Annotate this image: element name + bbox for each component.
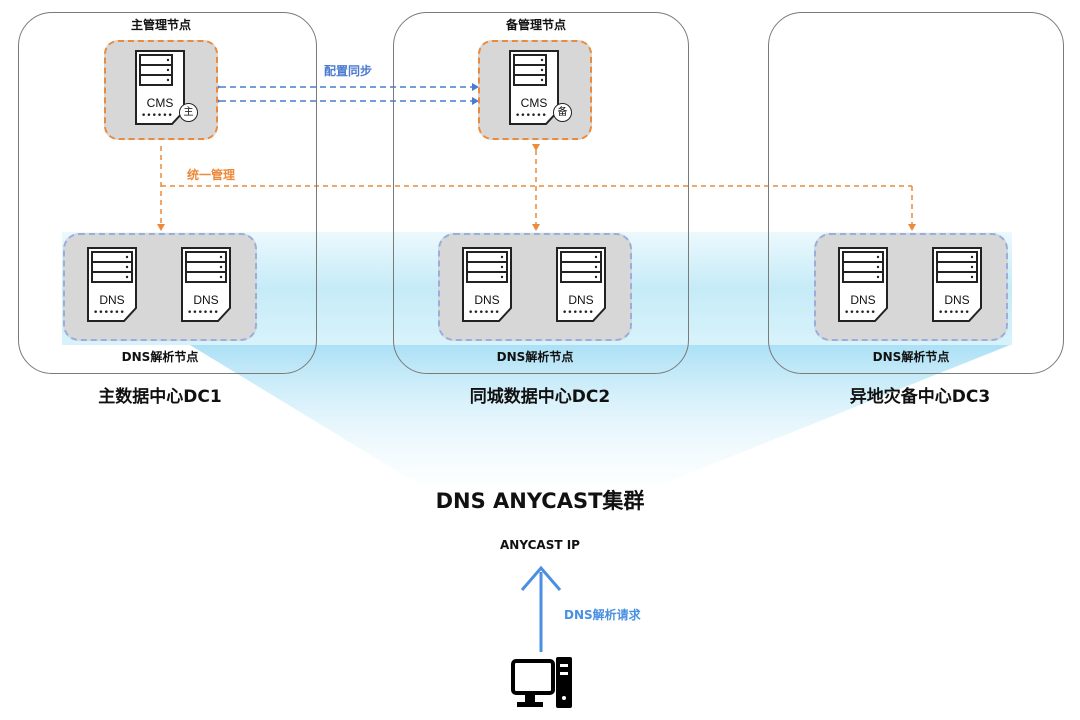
svg-text:••••••: •••••• [93, 308, 125, 318]
dns-node-label-dc2: DNS解析节点 [496, 350, 574, 364]
server-icon: •••••• CMS [135, 50, 185, 125]
dc1-title: 主数据中心DC1 [98, 387, 222, 407]
config-sync-label: 配置同步 [324, 64, 373, 78]
server-icon: •••••• DNS [932, 247, 982, 322]
svg-text:••••••: •••••• [515, 111, 547, 121]
datacenter-dc3 [768, 12, 1064, 374]
svg-text:••••••: •••••• [562, 308, 594, 318]
primary-badge: 主 [179, 103, 198, 122]
cms-label: CMS [520, 96, 548, 110]
cluster-title: DNS ANYCAST集群 [435, 489, 645, 513]
server-icon: •••••• DNS [87, 247, 137, 322]
svg-text:••••••: •••••• [468, 308, 500, 318]
dns-request-arrowhead [520, 565, 562, 591]
dns-server-label: DNS [944, 293, 970, 307]
primary-mgmt-label: 主管理节点 [130, 18, 191, 32]
dns-node-dc3: •••••• DNS •••••• DNS [814, 233, 1008, 341]
datacenter-dc1 [18, 12, 317, 374]
svg-text:••••••: •••••• [844, 308, 876, 318]
dc3-title: 异地灾备中心DC3 [849, 387, 991, 407]
svg-text:••••••: •••••• [187, 308, 219, 318]
unified-mgmt-label: 统一管理 [187, 168, 236, 182]
server-icon: •••••• DNS [462, 247, 512, 322]
dns-server-label: DNS [99, 293, 125, 307]
datacenter-dc2 [393, 12, 689, 374]
dns-node-label-dc1: DNS解析节点 [121, 350, 199, 364]
dns-request-label: DNS解析请求 [564, 608, 641, 622]
dns-server-label: DNS [474, 293, 500, 307]
anycast-fan [190, 345, 1010, 485]
svg-text:••••••: •••••• [938, 308, 970, 318]
primary-mgmt-node: •••••• CMS 主 [104, 40, 218, 140]
server-icon: •••••• DNS [181, 247, 231, 322]
server-icon: •••••• DNS [838, 247, 888, 322]
dns-server-label: DNS [850, 293, 876, 307]
dc2-title: 同城数据中心DC2 [469, 387, 611, 407]
dns-node-dc2: •••••• DNS •••••• DNS [438, 233, 632, 341]
server-icon: •••••• DNS [556, 247, 606, 322]
computer-icon [511, 657, 572, 708]
backup-mgmt-label: 备管理节点 [505, 18, 566, 32]
backup-mgmt-node: •••••• CMS 备 [478, 40, 592, 140]
cms-label: CMS [146, 96, 174, 110]
anycast-ip-label: ANYCAST IP [500, 538, 580, 552]
svg-text:••••••: •••••• [141, 111, 173, 121]
dns-server-label: DNS [193, 293, 219, 307]
dns-node-dc1: •••••• DNS •••••• DNS [63, 233, 257, 341]
dns-node-label-dc3: DNS解析节点 [872, 350, 950, 364]
backup-badge: 备 [553, 103, 572, 122]
server-icon: •••••• CMS [509, 50, 559, 125]
dns-server-label: DNS [568, 293, 594, 307]
